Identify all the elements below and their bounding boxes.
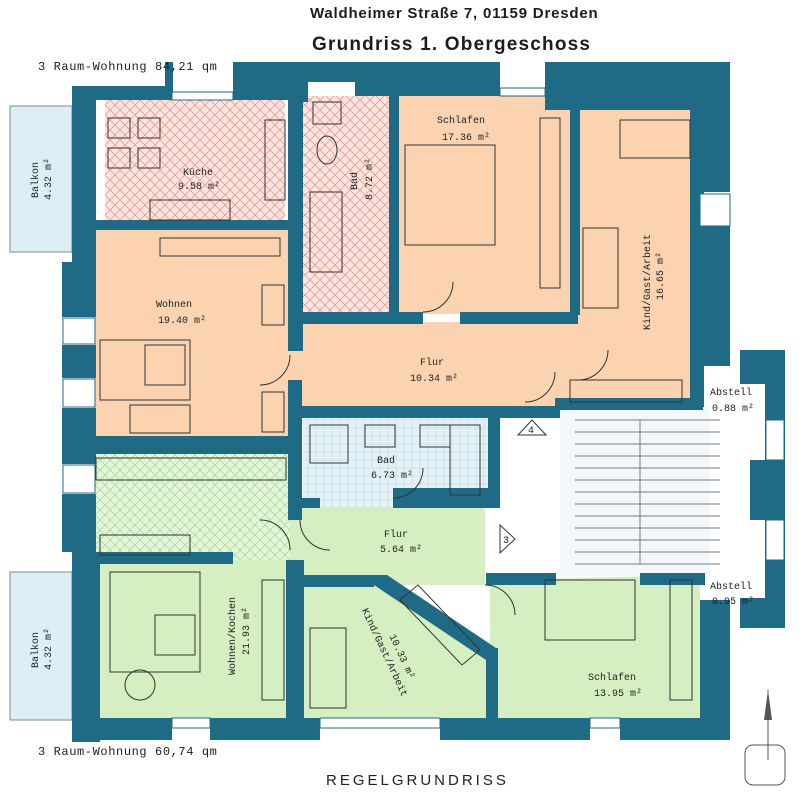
wohnen-kochen-area: 21.93 m² [242, 607, 253, 655]
furniture [95, 101, 693, 709]
flur-bottom-name: Flur [384, 529, 408, 541]
schlafen-bottom-name: Schlafen [588, 672, 636, 684]
apartment-bottom-label: 3 Raum-Wohnung 60,74 qm [38, 745, 218, 759]
schlafen-top-name: Schlafen [437, 115, 485, 127]
door-swings [259, 281, 609, 616]
bad-bottom-area: 6.73 m² [371, 471, 413, 482]
stair-marker-upper-label: 4 [528, 426, 534, 437]
label-bad-top: Bad 8.72 m² [349, 158, 376, 200]
apartment-top-label: 3 Raum-Wohnung 84,21 qm [38, 60, 218, 74]
balkon-bottom-name: Balkon [30, 632, 42, 668]
stair-marker-upper: 4 [516, 419, 548, 437]
stair-marker-lower: 3 [499, 523, 516, 555]
schlafen-bottom-area: 13.95 m² [594, 689, 642, 700]
bad-top-name: Bad [349, 172, 361, 190]
stair-marker-lower-label: 3 [503, 536, 509, 547]
lower-apartment-fills [93, 418, 700, 720]
wohnen-area: 19.40 m² [158, 316, 206, 327]
bad-bottom-name: Bad [377, 455, 395, 467]
room-labels: Balkon 4.32 m² Küche 9.58 m² Bad 8.72 m²… [30, 115, 754, 700]
kueche-area: 9.58 m² [178, 182, 220, 193]
label-kind-top: Kind/Gast/Arbeit 16.65 m² [642, 234, 667, 330]
abstell-top-area: 0.88 m² [712, 404, 754, 415]
upper-apartment-fills [93, 96, 690, 438]
wohnen-name: Wohnen [156, 299, 192, 311]
balcony-bottom [9, 571, 73, 721]
floor-title: Grundriss 1. Obergeschoss [312, 34, 592, 55]
bad-top-area: 8.72 m² [365, 158, 376, 200]
staircase [560, 406, 720, 576]
abstell-top-name: Abstell [710, 387, 752, 399]
balcony-top [9, 105, 73, 253]
compass-icon [744, 690, 786, 786]
kind-top-area: 16.65 m² [656, 252, 667, 300]
schlafen-top-area: 17.36 m² [442, 133, 490, 144]
balkon-top-name: Balkon [30, 162, 42, 198]
label-balkon-top: Balkon 4.32 m² [30, 158, 55, 200]
kind-top-name: Kind/Gast/Arbeit [642, 234, 654, 330]
abstell-bottom-name: Abstell [710, 581, 752, 593]
wohnen-kochen-name: Wohnen/Kochen [227, 597, 239, 675]
label-balkon-bottom: Balkon 4.32 m² [30, 628, 55, 670]
footer-label: REGELGRUNDRISS [326, 772, 509, 789]
balkon-bottom-area: 4.32 m² [44, 628, 55, 670]
flur-top-name: Flur [420, 357, 444, 369]
flur-bottom-area: 5.64 m² [380, 545, 422, 556]
windows [62, 87, 785, 729]
address-heading: Waldheimer Straße 7, 01159 Dresden [310, 5, 599, 22]
balkon-top-area: 4.32 m² [44, 158, 55, 200]
abstell-bottom-area: 0.95 m² [712, 597, 754, 608]
label-wohnen-kochen: Wohnen/Kochen 21.93 m² [227, 597, 253, 675]
flur-top-area: 10.34 m² [410, 374, 458, 385]
kueche-name: Küche [183, 167, 213, 179]
